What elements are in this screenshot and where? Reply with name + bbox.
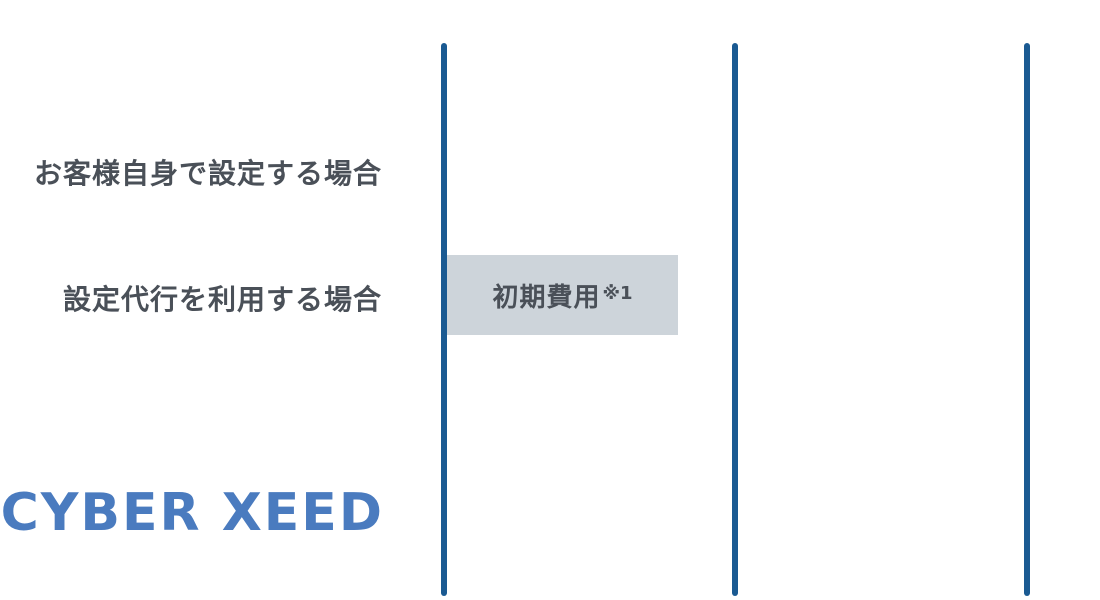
initial-fee-label: 初期費用 bbox=[492, 282, 601, 313]
column-divider-1 bbox=[441, 43, 447, 596]
footnote-marker: ※1 bbox=[602, 282, 633, 304]
row-label-self-setup: お客様自身で設定する場合 bbox=[33, 157, 382, 190]
row-label-agency-setup: 設定代行を利用する場合 bbox=[62, 283, 382, 316]
brand-logo-text: CYBER XEED bbox=[0, 483, 384, 543]
column-divider-2 bbox=[732, 43, 738, 596]
initial-fee-cell: 初期費用 ※1 bbox=[447, 255, 678, 335]
column-divider-3 bbox=[1024, 43, 1030, 596]
